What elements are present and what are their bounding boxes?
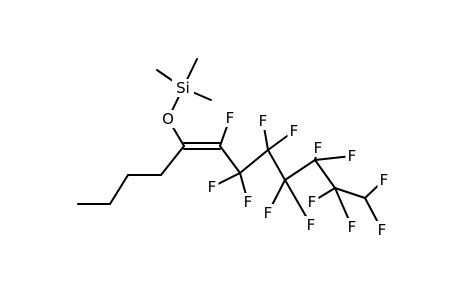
atom-bg-f7 — [304, 216, 318, 234]
bonds — [77, 58, 385, 231]
atom-bg-si — [172, 79, 194, 97]
bond-c3-c4 — [239, 149, 269, 174]
atom-label-f8: F — [314, 139, 323, 157]
atom-bg-f11 — [345, 218, 359, 236]
bond-c6-c7 — [314, 159, 336, 189]
atom-bg-f1 — [223, 109, 237, 127]
bond-c2-c3 — [219, 145, 241, 174]
atom-bg-f9 — [345, 147, 359, 165]
bond-c5-c6 — [284, 159, 316, 181]
bond-c7-c8 — [334, 187, 366, 199]
atom-bg-f3 — [241, 193, 255, 211]
atom-bg-f10 — [305, 193, 319, 211]
atom-bg-f12 — [377, 171, 391, 189]
atom-bg-f4 — [256, 112, 270, 130]
atom-label-f13: F — [378, 221, 387, 239]
atom-bg-f8 — [311, 139, 325, 157]
atom-bg-f6 — [261, 204, 275, 222]
bond-c4-c5 — [267, 149, 286, 181]
atom-label-f1: F — [226, 109, 235, 127]
atom-bg-f13 — [375, 221, 389, 239]
atom-label-f11: F — [348, 218, 357, 236]
atom-label-f12: F — [380, 171, 389, 189]
atom-label-si: Si — [176, 79, 190, 97]
atom-label-f3: F — [244, 193, 253, 211]
atom-bg-f5 — [287, 122, 301, 140]
atom-label-f2: F — [208, 178, 217, 196]
atom-bg-f2 — [205, 178, 219, 196]
atom-label-o: O — [162, 110, 174, 128]
bond-c1-ch1 — [160, 145, 185, 176]
atom-label-f7: F — [307, 216, 316, 234]
bond-ch2-ch3 — [109, 174, 129, 205]
atom-label-f5: F — [290, 122, 299, 140]
atom-bg-o — [161, 110, 175, 128]
atom-label-f6: F — [264, 204, 273, 222]
atom-label-f10: F — [308, 193, 317, 211]
atom-label-f9: F — [348, 147, 357, 165]
atom-label-f4: F — [259, 112, 268, 130]
